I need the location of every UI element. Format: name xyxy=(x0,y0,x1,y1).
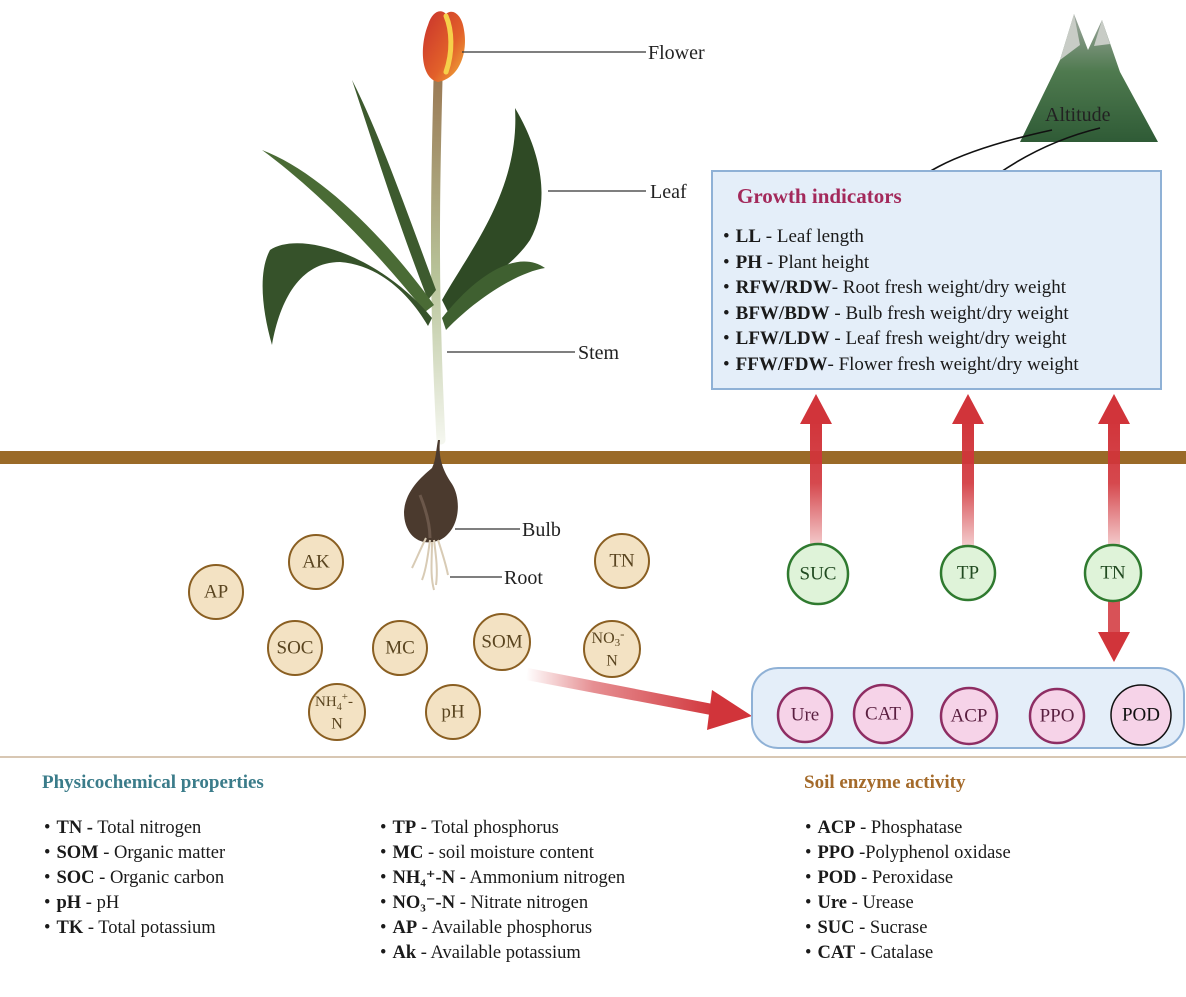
list-item: Ak - Available potassium xyxy=(380,941,625,966)
altitude-label: Altitude xyxy=(1045,104,1111,126)
svg-text:AK: AK xyxy=(302,552,330,573)
list-item: SUC - Sucrase xyxy=(805,916,1011,941)
list-item: SOM - Organic matter xyxy=(44,841,225,866)
tulip-plant xyxy=(262,11,545,591)
bulb-shape xyxy=(404,440,458,543)
flower-label: Flower xyxy=(648,42,705,64)
svg-text:ACP: ACP xyxy=(951,706,988,727)
list-item: pH - pH xyxy=(44,891,225,916)
enzyme-node-ure: Ure xyxy=(776,686,834,744)
soil-enzyme-title: Soil enzyme activity xyxy=(804,772,966,793)
physicochemical-panel: Physicochemical properties xyxy=(42,772,762,806)
list-item: BFW/BDW - Bulb fresh weight/dry weight xyxy=(723,301,1079,327)
leaf-left-upper xyxy=(352,80,436,300)
list-item: POD - Peroxidase xyxy=(805,866,1011,891)
leaf-right xyxy=(442,108,542,312)
list-item: MC - soil moisture content xyxy=(380,841,625,866)
list-item: Ure - Urease xyxy=(805,891,1011,916)
list-item: ACP - Phosphatase xyxy=(805,816,1011,841)
svg-text:TN: TN xyxy=(609,551,635,572)
physicochemical-title: Physicochemical properties xyxy=(42,772,264,793)
flower-shape xyxy=(422,11,465,82)
svg-text:CAT: CAT xyxy=(865,704,901,725)
svg-text:pH: pH xyxy=(441,702,465,723)
list-item: PPO -Polyphenol oxidase xyxy=(805,841,1010,866)
green-node-suc: SUC xyxy=(786,542,850,606)
list-item: RFW/RDW- Root fresh weight/dry weight xyxy=(723,275,1079,301)
arrow-som-to-enzymes xyxy=(526,668,752,730)
mountain-icon xyxy=(1020,14,1158,142)
list-item: CAT - Catalase xyxy=(805,941,1011,966)
leaf-left-lower xyxy=(262,150,434,312)
leaf-right-lower xyxy=(442,261,545,330)
soil-circle-tn: TN xyxy=(594,533,650,589)
growth-indicators-list: LL - Leaf length PH - Plant height RFW/R… xyxy=(723,224,1079,377)
svg-text:TP: TP xyxy=(957,563,979,584)
list-item: SOC - Organic carbon xyxy=(44,866,225,891)
list-item: TN - Total nitrogen xyxy=(44,816,225,841)
list-item: TP - Total phosphorus xyxy=(380,816,625,841)
soil-circle-som: SOM xyxy=(473,613,531,671)
list-item: NO₃⁻-N - Nitrate nitrogen xyxy=(380,891,625,916)
growth-indicators-title: Growth indicators xyxy=(737,184,902,208)
soil-enzyme-list: ACP - Phosphatase PPO -Polyphenol oxidas… xyxy=(805,816,1011,966)
soil-circle-ph: pH xyxy=(425,684,481,740)
soil-circle-nh4: NH4+- N xyxy=(308,683,366,741)
list-item: FFW/FDW- Flower fresh weight/dry weight xyxy=(723,352,1079,378)
root-label: Root xyxy=(504,567,543,589)
svg-text:NH4+-: NH4+- xyxy=(315,691,353,713)
svg-text:N: N xyxy=(331,716,343,733)
stem-shape xyxy=(430,75,446,445)
svg-text:SOM: SOM xyxy=(481,632,522,653)
soil-circle-soc: SOC xyxy=(267,620,323,676)
list-item: AP - Available phosphorus xyxy=(380,916,625,941)
leaf-left-curl xyxy=(262,243,432,345)
svg-text:NO3-: NO3- xyxy=(592,626,625,650)
arrow-tn-to-growth xyxy=(1098,394,1130,546)
list-item: LL - Leaf length xyxy=(723,224,1079,250)
soil-circle-mc: MC xyxy=(372,620,428,676)
flower-highlight xyxy=(443,13,454,75)
physicochemical-list-col1: TN - Total nitrogen SOM - Organic matter… xyxy=(44,816,225,941)
soil-surface-line xyxy=(0,451,1186,464)
green-node-tp: TP xyxy=(939,544,997,602)
arrow-tn-to-enzymes xyxy=(1098,600,1130,662)
svg-text:POD: POD xyxy=(1122,705,1160,726)
list-item: TK - Total potassium xyxy=(44,916,225,941)
bulb-shade xyxy=(418,494,432,539)
physicochemical-list-col2: TP - Total phosphorus MC - soil moisture… xyxy=(380,816,625,966)
svg-text:TN: TN xyxy=(1100,563,1126,584)
svg-text:PPO: PPO xyxy=(1040,706,1075,727)
stem-label: Stem xyxy=(578,342,620,364)
enzyme-node-acp: ACP xyxy=(939,686,999,746)
bulb-label: Bulb xyxy=(522,519,561,541)
svg-text:N: N xyxy=(606,653,618,670)
list-item: LFW/LDW - Leaf fresh weight/dry weight xyxy=(723,326,1079,352)
enzyme-node-ppo: PPO xyxy=(1028,687,1086,745)
growth-indicators-box: Growth indicators LL - Leaf length PH - … xyxy=(711,170,1162,390)
svg-text:MC: MC xyxy=(385,638,415,659)
svg-text:Ure: Ure xyxy=(791,705,819,726)
enzyme-node-cat: CAT xyxy=(852,683,914,745)
leaf-label: Leaf xyxy=(650,181,687,203)
soil-circle-ak: AK xyxy=(288,534,344,590)
enzyme-node-pod: POD xyxy=(1110,684,1172,746)
svg-text:SUC: SUC xyxy=(800,564,837,585)
arrow-suc-to-growth xyxy=(800,394,832,546)
svg-text:AP: AP xyxy=(204,582,228,603)
soil-enzyme-panel: Soil enzyme activity xyxy=(804,772,1174,806)
soil-circle-no3: NO3- N xyxy=(583,620,641,678)
soil-circle-ap: AP xyxy=(188,564,244,620)
list-item: PH - Plant height xyxy=(723,250,1079,276)
svg-text:SOC: SOC xyxy=(277,638,314,659)
green-node-tn: TN xyxy=(1083,543,1143,603)
list-item: NH₄⁺-N - Ammonium nitrogen xyxy=(380,866,625,891)
arrow-tp-to-growth xyxy=(952,394,984,546)
root-shapes xyxy=(411,537,449,591)
